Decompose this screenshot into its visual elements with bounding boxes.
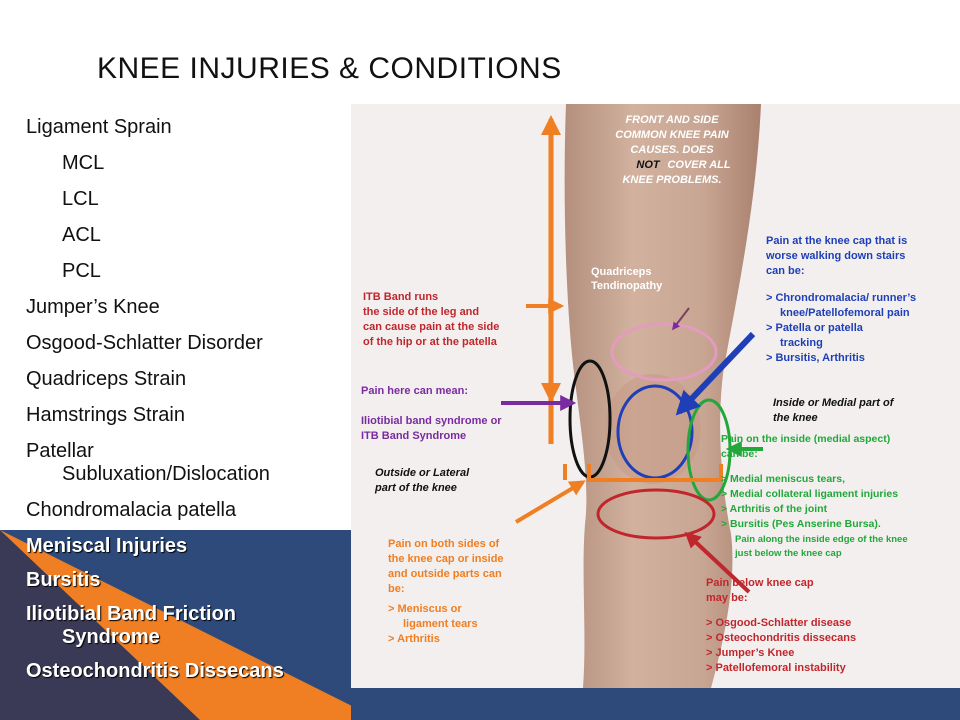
quadriceps-circle <box>610 322 718 382</box>
below-line3: > Osgood-Schlatter disease <box>706 617 851 629</box>
topic-patellar-line1: Patellar <box>26 440 94 462</box>
both-sides-line2: the knee cap or inside <box>388 553 504 565</box>
below-line4: > Osteochondritis dissecans <box>706 632 856 644</box>
topic-itb-line1: Iliotibial Band Friction <box>26 603 236 625</box>
topic-itb-line2: Syndrome <box>62 626 160 648</box>
itb-runs-line1: ITB Band runs <box>363 291 438 303</box>
topic-acl: ACL <box>62 224 101 246</box>
header-line4b: COVER ALL <box>667 159 730 171</box>
label-outside: Outside or Lateral part of the knee <box>374 467 470 494</box>
topic-patellar-line2: Subluxation/Dislocation <box>62 463 270 485</box>
both-sides-line6: ligament tears <box>403 618 478 630</box>
both-sides-line4: be: <box>388 583 405 595</box>
both-sides-line5: > Meniscus or <box>388 603 462 615</box>
diagram-header: FRONT AND SIDE COMMON KNEE PAIN CAUSES. … <box>615 114 731 186</box>
header-line3: CAUSES. DOES <box>630 144 714 156</box>
label-itb-runs: ITB Band runs the side of the leg and ca… <box>363 291 499 348</box>
knee-cap-line2: worse walking down stairs <box>765 250 905 262</box>
inside-line2: the knee <box>773 412 818 424</box>
pain-here-line1: Pain here can mean: <box>361 385 468 397</box>
below-line2: may be: <box>706 592 748 604</box>
inside-pain-line1: Pain on the inside (medial aspect) <box>721 433 890 445</box>
outside-line1: Outside or Lateral <box>375 467 470 479</box>
knee-cap-line5: knee/Patellofemoral pain <box>780 307 910 319</box>
label-knee-cap: Pain at the knee cap that is worse walki… <box>765 235 916 364</box>
pain-here-line3: ITB Band Syndrome <box>361 430 466 442</box>
inside-pain-line4: > Medial collateral ligament injuries <box>721 488 898 500</box>
navy-right-triangle-shape <box>250 530 380 720</box>
inside-pain-line2: can be: <box>721 448 758 460</box>
knee-diagram-svg: FRONT AND SIDE COMMON KNEE PAIN CAUSES. … <box>351 104 960 688</box>
topic-meniscal-injuries: Meniscal Injuries <box>26 535 188 557</box>
below-line5: > Jumper’s Knee <box>706 647 794 659</box>
label-inside-pain: Pain on the inside (medial aspect) can b… <box>721 433 908 559</box>
both-sides-line7: > Arthritis <box>388 633 440 645</box>
topic-lcl: LCL <box>62 188 99 210</box>
blue-arrow <box>675 331 756 416</box>
topic-quadriceps-strain: Quadriceps Strain <box>26 368 187 390</box>
header-line2: COMMON KNEE PAIN <box>615 129 730 141</box>
quadriceps-line2: Tendinopathy <box>591 280 663 292</box>
knee-cap-line3: can be: <box>766 265 805 277</box>
quadriceps-pointer-arrow <box>672 307 690 331</box>
header-line1: FRONT AND SIDE <box>625 114 719 126</box>
topic-osgood-schlatter: Osgood-Schlatter Disorder <box>26 332 263 354</box>
footer-bar <box>351 688 960 720</box>
quadriceps-line1: Quadriceps <box>591 266 652 278</box>
topic-patellar: Patellar Subluxation/Dislocation <box>26 440 356 486</box>
inside-pain-line7: Pain along the inside edge of the knee <box>735 534 908 545</box>
below-line6: > Patellofemoral instability <box>706 662 847 674</box>
label-below: Pain below knee cap may be: > Osgood-Sch… <box>706 577 856 674</box>
topic-pcl: PCL <box>62 260 101 282</box>
inside-pain-line8: just below the knee cap <box>734 548 842 559</box>
below-line1: Pain below knee cap <box>706 577 814 589</box>
topic-mcl: MCL <box>62 152 105 174</box>
both-sides-line3: and outside parts can <box>388 568 502 580</box>
topic-hamstrings-strain: Hamstrings Strain <box>26 404 185 426</box>
label-quadriceps: Quadriceps Tendinopathy <box>591 266 663 292</box>
itb-runs-line4: of the hip or at the patella <box>363 336 498 348</box>
header-line5: KNEE PROBLEMS. <box>622 174 721 186</box>
orange-triangle-shape <box>0 530 380 720</box>
topic-osteochondritis: Osteochondritis Dissecans <box>26 660 284 682</box>
pain-here-line2: Iliotibial band syndrome or <box>361 415 502 427</box>
topic-list: Ligament Sprain MCL LCL ACL PCL Jumper’s… <box>26 116 356 694</box>
outside-line2: part of the knee <box>374 482 457 494</box>
inside-pain-line6: > Bursitis (Pes Anserine Bursa). <box>721 518 881 530</box>
inside-pain-line3: > Medial meniscus tears, <box>721 473 845 485</box>
header-not: NOT <box>636 159 661 171</box>
inside-pain-line5: > Arthritis of the joint <box>721 503 828 515</box>
knee-cap-line7: tracking <box>780 337 823 349</box>
joint-line-bracket <box>587 464 723 482</box>
itb-runs-line2: the side of the leg and <box>363 306 479 318</box>
inside-line1: Inside or Medial part of <box>773 397 895 409</box>
topic-jumpers-knee: Jumper’s Knee <box>26 296 160 318</box>
knee-cap-line1: Pain at the knee cap that is <box>766 235 907 247</box>
both-sides-line1: Pain on both sides of <box>388 538 500 550</box>
label-inside: Inside or Medial part of the knee <box>773 397 895 424</box>
label-pain-here: Pain here can mean: Iliotibial band synd… <box>361 385 502 442</box>
slide-title: KNEE INJURIES & CONDITIONS <box>97 52 562 85</box>
topic-bursitis: Bursitis <box>26 569 101 591</box>
topic-ligament-sprain: Ligament Sprain <box>26 116 172 138</box>
knee-diagram: FRONT AND SIDE COMMON KNEE PAIN CAUSES. … <box>351 104 960 688</box>
red-arrow <box>684 531 751 594</box>
itb-runs-line3: can cause pain at the side <box>363 321 499 333</box>
knee-cap-line4: > Chrondromalacia/ runner’s <box>766 292 916 304</box>
label-both-sides: Pain on both sides of the knee cap or in… <box>388 538 504 645</box>
knee-cap-line8: > Bursitis, Arthritis <box>766 352 865 364</box>
knee-cap-line6: > Patella or patella <box>766 322 864 334</box>
topic-itb-friction: Iliotibial Band Friction Syndrome <box>26 603 356 649</box>
below-knee-red-oval <box>596 488 716 540</box>
topic-chondromalacia: Chondromalacia patella <box>26 499 237 521</box>
orange-lower-arrow <box>514 480 586 524</box>
